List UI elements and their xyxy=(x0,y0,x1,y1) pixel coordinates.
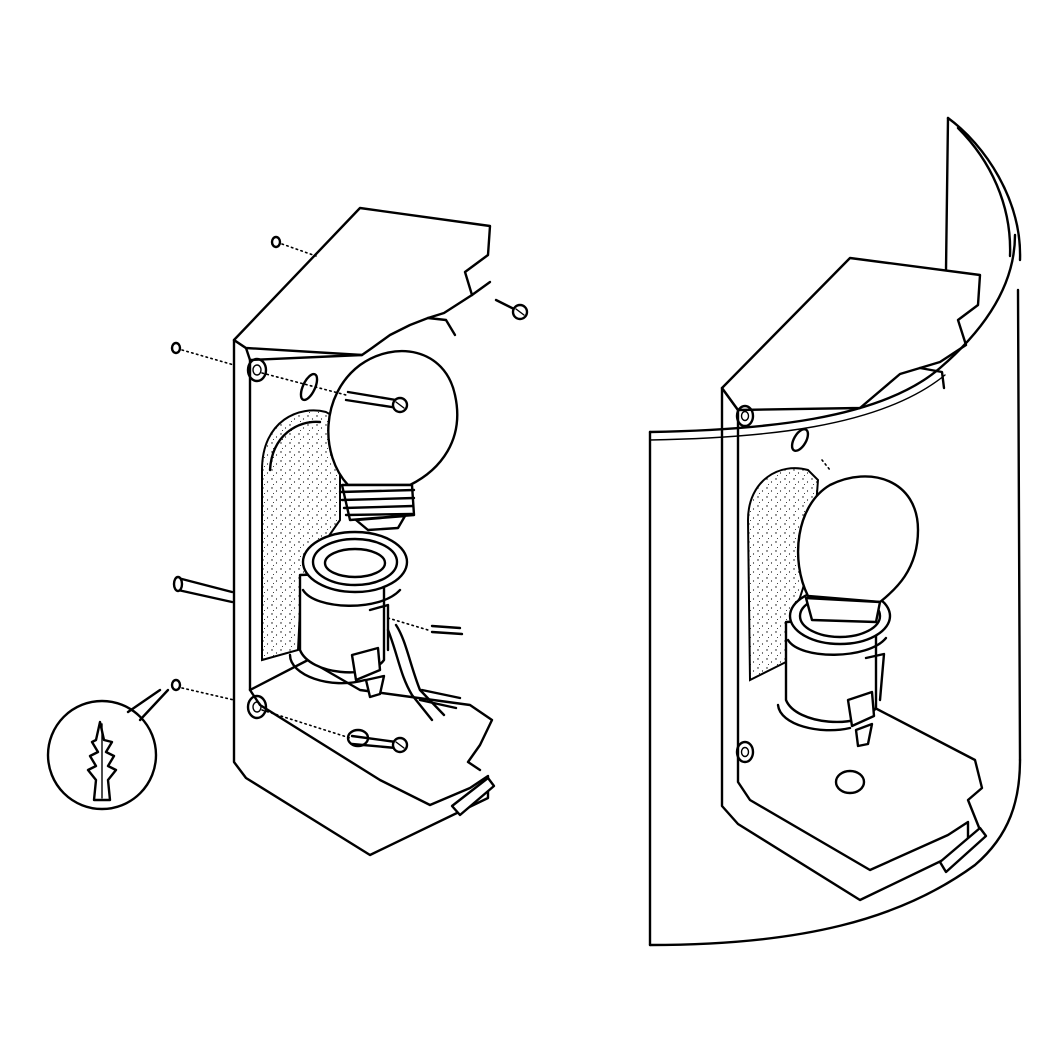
assembly-guide-line xyxy=(387,617,429,631)
power-cable-icon xyxy=(172,575,234,604)
top-flange-tab xyxy=(918,366,946,390)
cover-screw xyxy=(834,769,866,795)
bulb-highlight xyxy=(821,459,831,471)
slot-hole xyxy=(790,427,810,453)
bracket-bottom-flange xyxy=(873,706,984,832)
assembly-guide-line xyxy=(281,243,317,257)
mounting-hole-bottom xyxy=(246,694,268,720)
power-cable-icon xyxy=(386,623,464,722)
top-flange-tab xyxy=(426,316,457,337)
bottom-flange-tab xyxy=(450,776,496,817)
wall-plug-callout xyxy=(46,688,170,811)
bracket-top-flange xyxy=(232,206,492,357)
screw-icon xyxy=(346,728,409,754)
bottom-flange-tab xyxy=(938,826,988,874)
lamp-socket-icon xyxy=(288,530,409,699)
slot-hole xyxy=(299,372,319,402)
top-flange-notch xyxy=(470,280,492,297)
wall-plug-icon xyxy=(86,720,118,802)
mounting-hole-top xyxy=(735,404,755,428)
exploded-view xyxy=(46,206,529,857)
light-bulb-icon xyxy=(327,350,459,532)
light-bulb-icon xyxy=(796,475,920,624)
assembly-guide-line xyxy=(261,709,351,739)
wall-bracket-backplate xyxy=(720,386,970,902)
assembly-guide-line xyxy=(261,372,347,396)
mounting-hole-top xyxy=(246,357,268,383)
washer xyxy=(270,235,282,249)
mounting-hole-bottom xyxy=(735,740,755,764)
cable-channel-edge xyxy=(268,420,322,472)
bracket-top-flange xyxy=(720,256,982,412)
screw-icon xyxy=(494,298,529,321)
assembled-view xyxy=(648,116,1022,947)
assembly-guide-line xyxy=(181,687,235,701)
screw-icon xyxy=(344,390,409,414)
top-flange-fold xyxy=(248,353,364,362)
curved-glass-shade xyxy=(648,116,1022,947)
assembly-guide-line xyxy=(181,349,235,366)
washer xyxy=(170,678,182,692)
washer xyxy=(170,341,182,355)
